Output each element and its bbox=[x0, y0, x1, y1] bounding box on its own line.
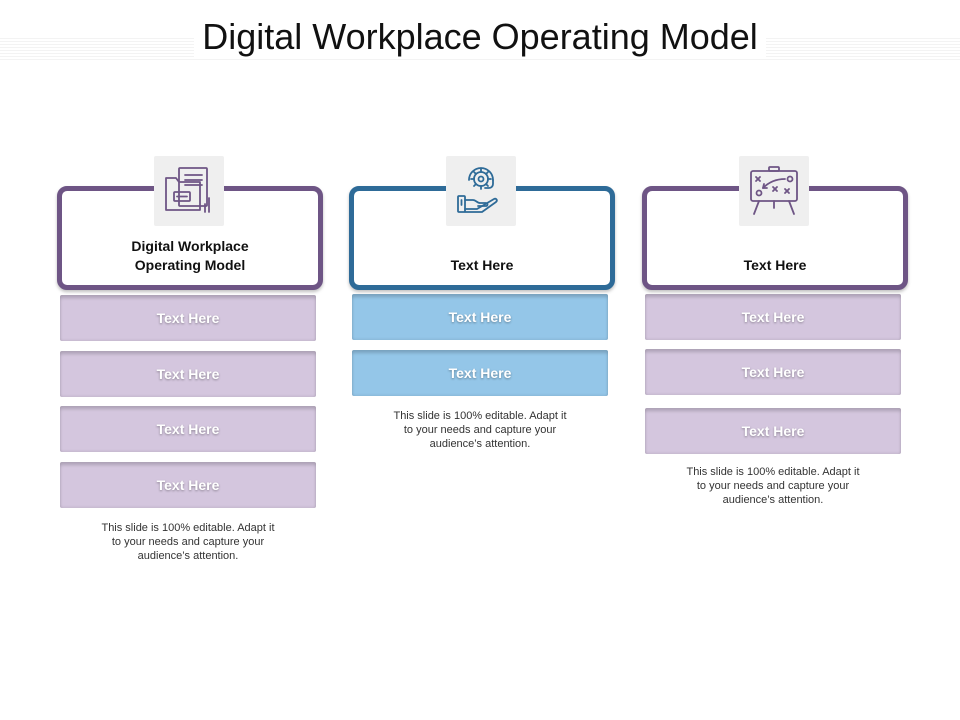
column-2-description: This slide is 100% editable. Adapt it to… bbox=[393, 410, 567, 450]
column-2-row-2[interactable]: Text Here bbox=[352, 350, 608, 396]
column-1-heading: Digital Workplace Operating Model bbox=[131, 238, 249, 273]
column-2-row-1[interactable]: Text Here bbox=[352, 294, 608, 340]
column-3-heading: Text Here bbox=[743, 257, 807, 273]
column-1-icon-box bbox=[154, 156, 224, 226]
column-3-row-1[interactable]: Text Here bbox=[645, 294, 901, 340]
page-title: Digital Workplace Operating Model bbox=[0, 14, 960, 60]
column-2-heading: Text Here bbox=[450, 257, 514, 273]
column-3-row-3[interactable]: Text Here bbox=[645, 408, 901, 454]
column-1-row-1[interactable]: Text Here bbox=[60, 295, 316, 341]
column-2-icon-box bbox=[446, 156, 516, 226]
column-1-row-3[interactable]: Text Here bbox=[60, 406, 316, 452]
column-3-description: This slide is 100% editable. Adapt it to… bbox=[686, 466, 860, 506]
column-1-row-2[interactable]: Text Here bbox=[60, 351, 316, 397]
column-1-description: This slide is 100% editable. Adapt it to… bbox=[101, 522, 275, 562]
column-3-icon-box bbox=[739, 156, 809, 226]
column-1-row-4[interactable]: Text Here bbox=[60, 462, 316, 508]
column-3-row-2[interactable]: Text Here bbox=[645, 349, 901, 395]
column-1-header-frame[interactable] bbox=[57, 186, 323, 290]
support-hand-gear-icon bbox=[457, 167, 498, 213]
strategy-board-icon bbox=[750, 166, 798, 215]
document-folder-icon bbox=[165, 167, 210, 213]
